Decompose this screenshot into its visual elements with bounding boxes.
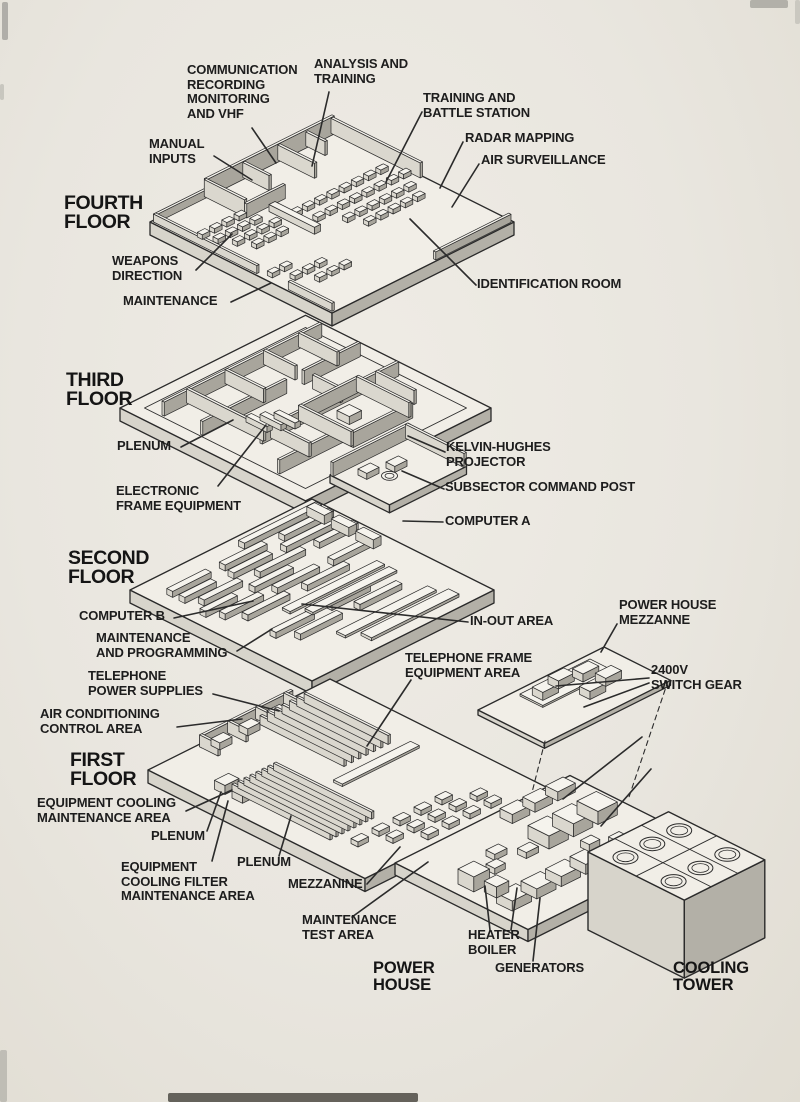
label-switch-gear-2400v: 2400V SWITCH GEAR bbox=[651, 662, 742, 692]
label-air-conditioning-control-area: AIR CONDITIONING CONTROL AREA bbox=[40, 706, 160, 736]
label-communication-recording: COMMUNICATION RECORDING MONITORING AND V… bbox=[187, 62, 298, 121]
label-telephone-frame-equipment-area: TELEPHONE FRAME EQUIPMENT AREA bbox=[405, 650, 533, 680]
subsector-command-post-room bbox=[329, 422, 468, 514]
label-manual-inputs: MANUAL INPUTS bbox=[149, 136, 205, 166]
label-maintenance-and-programming: MAINTENANCE AND PROGRAMMING bbox=[96, 630, 228, 660]
label-first-floor: FIRST FLOOR bbox=[70, 749, 137, 790]
label-second-floor: SECOND FLOOR bbox=[68, 547, 150, 588]
label-telephone-power-supplies: TELEPHONE POWER SUPPLIES bbox=[88, 668, 203, 698]
label-plenum-third: PLENUM bbox=[117, 438, 171, 453]
leader-lines bbox=[173, 91, 652, 962]
label-equipment-cooling-filter-maintenance-area: EQUIPMENT COOLING FILTER MAINTENANCE ARE… bbox=[121, 859, 255, 904]
fourth-floor bbox=[149, 114, 515, 327]
label-in-out-area: IN-OUT AREA bbox=[470, 613, 554, 628]
label-training-battle-station: TRAINING AND BATTLE STATION bbox=[423, 90, 530, 120]
label-heater-boiler: HEATER BOILER bbox=[468, 927, 520, 957]
cooling-tower bbox=[587, 811, 766, 979]
label-equipment-cooling-maintenance-area: EQUIPMENT COOLING MAINTENANCE AREA bbox=[37, 795, 177, 825]
first-floor bbox=[147, 678, 548, 893]
label-computer-b: COMPUTER B bbox=[79, 608, 165, 623]
label-mezzanine: MEZZANINE bbox=[288, 876, 363, 891]
label-power-house: POWER HOUSE bbox=[373, 959, 435, 994]
label-electronic-frame-equipment: ELECTRONIC FRAME EQUIPMENT bbox=[116, 483, 241, 513]
power-house-mezzanine bbox=[477, 646, 672, 837]
label-maintenance-fourth: MAINTENANCE bbox=[123, 293, 218, 308]
label-plenum-first-mid: PLENUM bbox=[237, 854, 291, 869]
label-subsector-command-post: SUBSECTOR COMMAND POST bbox=[445, 479, 636, 494]
label-kelvin-hughes-projector: KELVIN-HUGHES PROJECTOR bbox=[446, 439, 551, 469]
label-analysis-training: ANALYSIS AND TRAINING bbox=[314, 56, 409, 86]
label-power-house-mezzanne: POWER HOUSE MEZZANNE bbox=[619, 597, 717, 627]
label-weapons-direction: WEAPONS DIRECTION bbox=[112, 253, 183, 283]
label-generators: GENERATORS bbox=[495, 960, 585, 975]
label-computer-a: COMPUTER A bbox=[445, 513, 531, 528]
label-maintenance-test-area: MAINTENANCE TEST AREA bbox=[302, 912, 397, 942]
label-plenum-first-left: PLENUM bbox=[151, 828, 205, 843]
power-house bbox=[394, 774, 704, 943]
label-third-floor: THIRD FLOOR bbox=[66, 369, 133, 410]
label-radar-mapping: RADAR MAPPING bbox=[465, 130, 575, 145]
label-cooling-tower: COOLING TOWER bbox=[673, 959, 749, 994]
label-identification-room: IDENTIFICATION ROOM bbox=[477, 276, 622, 291]
label-air-surveillance: AIR SURVEILLANCE bbox=[481, 152, 606, 167]
label-fourth-floor: FOURTH FLOOR bbox=[64, 192, 143, 233]
